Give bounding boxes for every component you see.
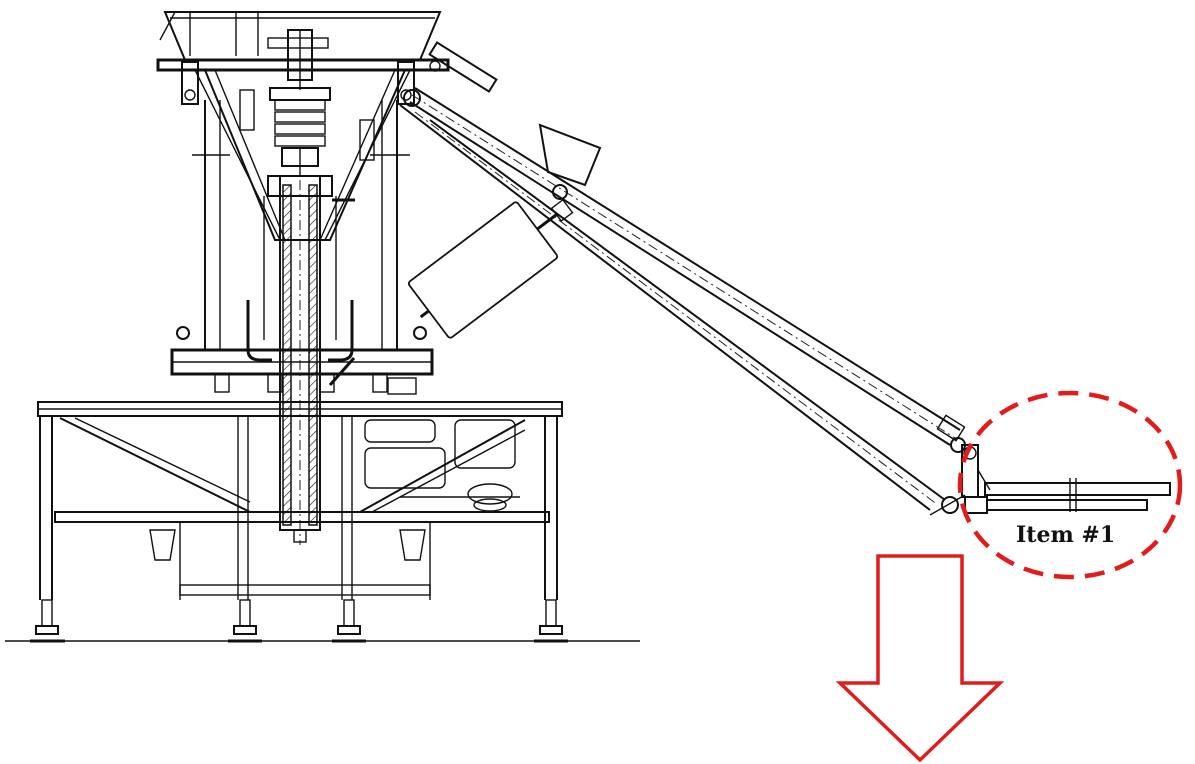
central-drive	[246, 29, 356, 545]
actuator-cylinder	[407, 198, 574, 339]
item-1-label: Item #1	[1016, 522, 1116, 548]
support-frame	[170, 69, 434, 395]
item-1-extension	[961, 444, 1171, 514]
down-arrow-icon	[835, 554, 1005, 763]
hopper	[156, 11, 450, 241]
conveyor-arm	[399, 41, 966, 516]
item-1-callout-ellipse	[957, 390, 1183, 580]
base-frame	[30, 401, 568, 643]
